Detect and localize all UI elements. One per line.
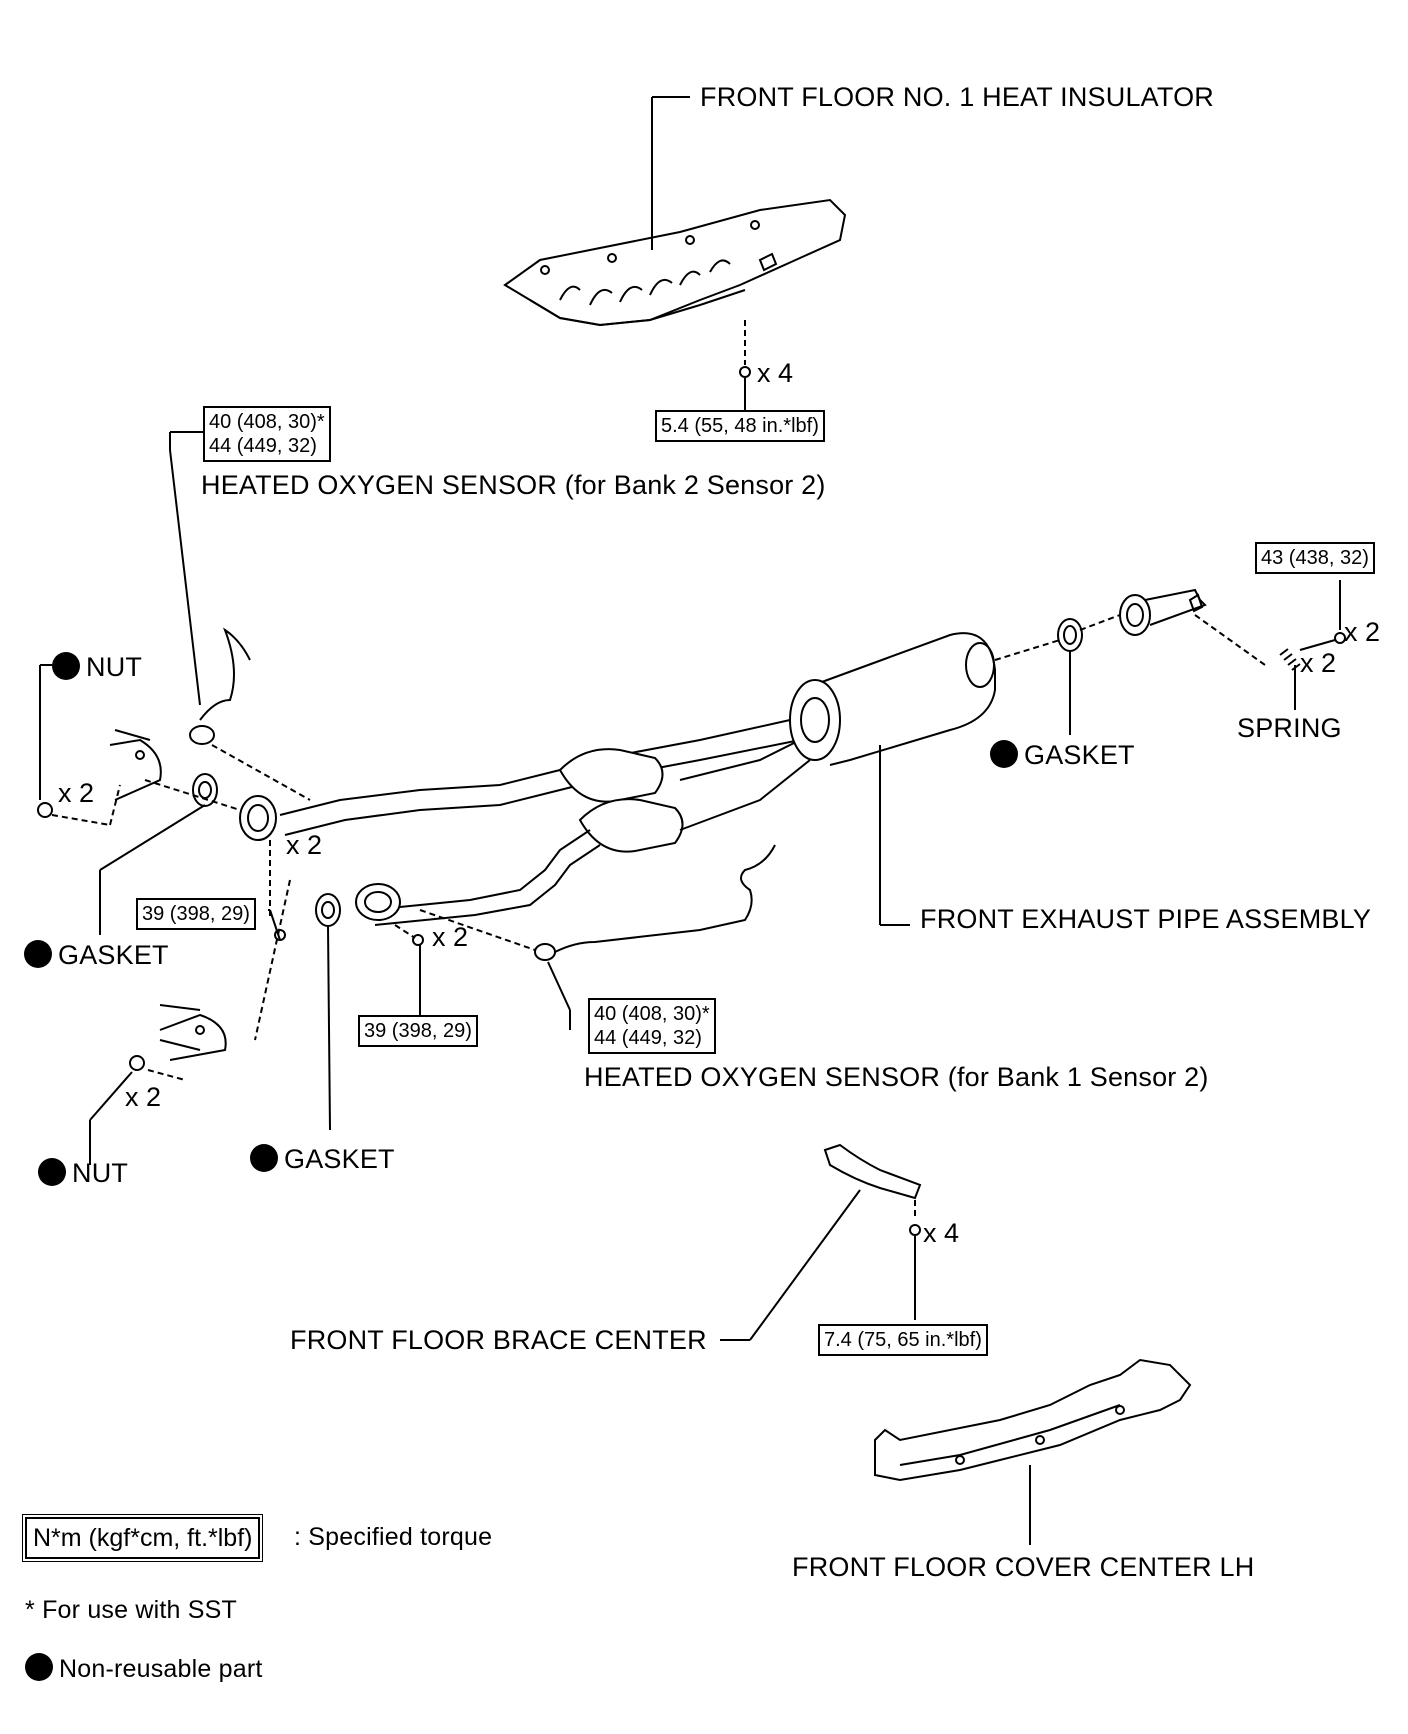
brace-torque: 7.4 (75, 65 in.*lbf) bbox=[824, 1329, 982, 1351]
nut-bottom-multiplier: x 2 bbox=[125, 1082, 162, 1112]
legend-nonreusable: Non-reusable part bbox=[25, 1653, 263, 1684]
gasket-bottom-text: GASKET bbox=[284, 1144, 395, 1174]
legend-nonreusable-text: Non-reusable part bbox=[59, 1655, 263, 1683]
gasket-bottom-label: GASKET bbox=[250, 1144, 395, 1174]
legend-torque-unit: N*m (kgf*cm, ft.*lbf) bbox=[33, 1524, 253, 1552]
gasket-left-text: GASKET bbox=[58, 940, 169, 970]
brace-torque-box: 7.4 (75, 65 in.*lbf) bbox=[818, 1324, 988, 1356]
bolt-mid-torque-box: 39 (398, 29) bbox=[358, 1015, 478, 1047]
brace-multiplier: x 4 bbox=[923, 1218, 960, 1248]
insulator-torque-box: 5.4 (55, 48 in.*lbf) bbox=[655, 410, 825, 442]
spring-label: SPRING bbox=[1237, 713, 1342, 743]
exhaust-pipe-label: FRONT EXHAUST PIPE ASSEMBLY bbox=[920, 904, 1372, 934]
cover-center-label: FRONT FLOOR COVER CENTER LH bbox=[792, 1552, 1255, 1582]
bolt-left-torque-box: 39 (398, 29) bbox=[136, 898, 256, 930]
brace-center-label: FRONT FLOOR BRACE CENTER bbox=[290, 1325, 707, 1355]
o2-bank1-label: HEATED OXYGEN SENSOR (for Bank 1 Sensor … bbox=[584, 1062, 1209, 1092]
nonreusable-marker-icon bbox=[24, 940, 52, 968]
nut-top-label: NUT bbox=[52, 652, 142, 682]
gasket-right-label: GASKET bbox=[990, 740, 1135, 770]
spring-bolt-torque: 43 (438, 32) bbox=[1261, 547, 1369, 569]
nonreusable-marker-icon bbox=[250, 1144, 278, 1172]
insulator-multiplier: x 4 bbox=[757, 358, 794, 388]
bolt-left-multiplier: x 2 bbox=[286, 830, 323, 860]
o2-bank2-torque-line2: 44 (449, 32) bbox=[209, 435, 317, 457]
gasket-right-text: GASKET bbox=[1024, 740, 1135, 770]
bolt-mid-multiplier: x 2 bbox=[432, 922, 469, 952]
nonreusable-marker-icon bbox=[38, 1158, 66, 1186]
spring-bolt-torque-box: 43 (438, 32) bbox=[1255, 542, 1375, 574]
insulator-torque: 5.4 (55, 48 in.*lbf) bbox=[661, 415, 819, 437]
bolt-mid-torque: 39 (398, 29) bbox=[364, 1020, 472, 1042]
o2-bank1-torque-line1: 40 (408, 30)* bbox=[594, 1003, 710, 1025]
o2-bank2-label: HEATED OXYGEN SENSOR (for Bank 2 Sensor … bbox=[201, 470, 826, 500]
front-exhaust-pipe-part bbox=[239, 632, 996, 926]
nonreusable-marker-icon bbox=[25, 1653, 53, 1681]
spring-bolt-multiplier: x 2 bbox=[1344, 617, 1381, 647]
legend-torque-desc: : Specified torque bbox=[294, 1523, 493, 1551]
o2-bank2-torque-line1: 40 (408, 30)* bbox=[209, 411, 325, 433]
bolt-left-torque: 39 (398, 29) bbox=[142, 903, 250, 925]
nut-bottom-label: NUT bbox=[38, 1158, 128, 1188]
nonreusable-marker-icon bbox=[52, 652, 80, 680]
nut-bottom-text: NUT bbox=[72, 1158, 129, 1188]
nut-top-text: NUT bbox=[86, 652, 143, 682]
o2-bank1-torque-line2: 44 (449, 32) bbox=[594, 1027, 702, 1049]
heat-insulator-label: FRONT FLOOR NO. 1 HEAT INSULATOR bbox=[700, 82, 1214, 112]
o2-bank1-torque-box: 40 (408, 30)* 44 (449, 32) bbox=[588, 998, 716, 1054]
nut-top-multiplier: x 2 bbox=[58, 778, 95, 808]
legend-sst-note: * For use with SST bbox=[25, 1596, 237, 1624]
heat-insulator-part bbox=[503, 198, 847, 327]
legend-torque-unit-box: N*m (kgf*cm, ft.*lbf) bbox=[21, 1514, 264, 1562]
nonreusable-marker-icon bbox=[990, 740, 1018, 768]
spring-multiplier: x 2 bbox=[1300, 648, 1337, 678]
o2-bank2-torque-box: 40 (408, 30)* 44 (449, 32) bbox=[203, 406, 331, 462]
gasket-left-label: GASKET bbox=[24, 940, 169, 970]
